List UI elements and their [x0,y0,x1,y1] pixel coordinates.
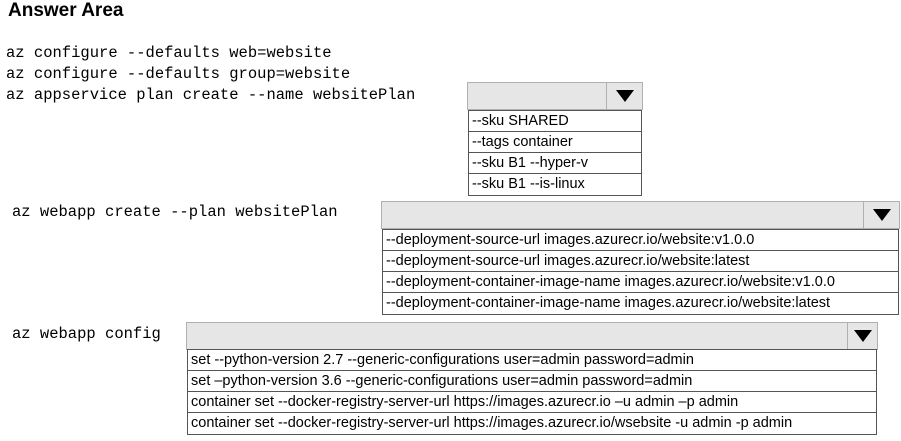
command-line-4: az webapp create --plan websitePlan [12,203,338,221]
config-option-3[interactable]: container set --docker-registry-server-u… [188,392,876,413]
answer-area-title: Answer Area [8,0,124,21]
command-line-5: az webapp config [12,325,161,343]
triangle-down-icon [615,90,634,102]
deployment-dropdown[interactable] [381,201,900,229]
config-option-4[interactable]: container set --docker-registry-server-u… [191,415,793,431]
sku-option-3[interactable]: --sku B1 --hyper-v [469,153,641,174]
sku-dropdown-toggle[interactable] [606,83,642,109]
config-options-list: set --python-version 2.7 --generic-confi… [187,349,877,435]
sku-option-1[interactable]: --sku SHARED [469,111,641,132]
triangle-down-icon [872,209,891,221]
deployment-options-list: --deployment-source-url images.azurecr.i… [382,229,899,315]
triangle-down-icon [853,330,872,342]
deployment-dropdown-toggle[interactable] [863,202,899,228]
deployment-option-2[interactable]: --deployment-source-url images.azurecr.i… [383,251,898,272]
sku-option-4[interactable]: --sku B1 --is-linux [472,176,585,192]
config-option-2[interactable]: set –python-version 3.6 --generic-config… [188,371,876,392]
config-dropdown[interactable] [186,322,878,350]
command-line-2: az configure --defaults group=website [6,65,351,83]
sku-dropdown[interactable] [467,82,643,110]
sku-option-2[interactable]: --tags container [469,132,641,153]
command-line-1: az configure --defaults web=website [6,44,332,62]
command-line-3: az appservice plan create --name website… [6,86,416,104]
deployment-option-3[interactable]: --deployment-container-image-name images… [383,272,898,293]
deployment-option-1[interactable]: --deployment-source-url images.azurecr.i… [383,230,898,251]
sku-options-list: --sku SHARED --tags container --sku B1 -… [468,110,642,196]
deployment-option-4[interactable]: --deployment-container-image-name images… [386,295,831,311]
config-dropdown-toggle[interactable] [847,323,877,349]
config-option-1[interactable]: set --python-version 2.7 --generic-confi… [188,350,876,371]
